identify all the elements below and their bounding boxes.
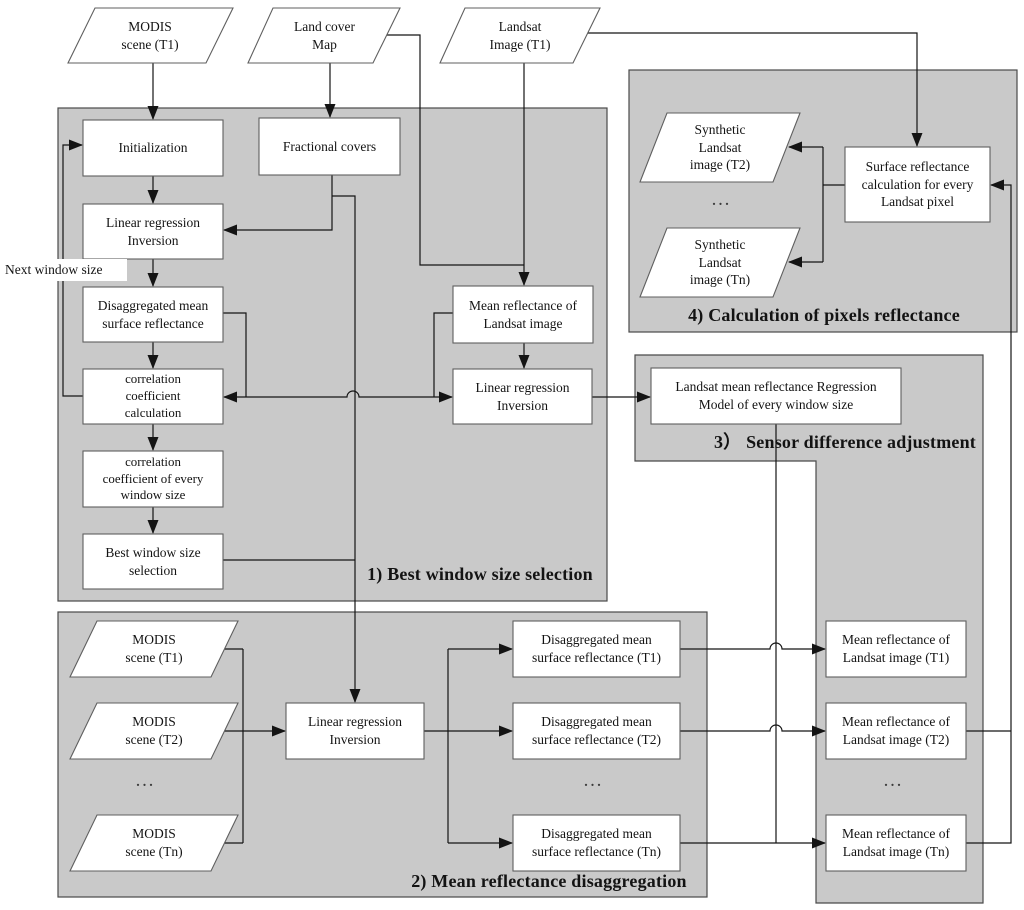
box-surface-reflectance-calc — [844, 146, 991, 223]
pgram-landsat-t1 — [439, 7, 601, 64]
box-best-window-selection — [82, 533, 224, 590]
data-parallelograms — [67, 7, 801, 872]
box-linear-regression-2 — [452, 368, 593, 425]
box-mean-reflectance-t1 — [825, 620, 967, 678]
box-linear-regression-1 — [82, 203, 224, 260]
pgram-land-cover — [247, 7, 401, 64]
box-initialization — [82, 119, 224, 177]
box-disaggregated-t1 — [512, 620, 681, 678]
pgram-synthetic-t2 — [639, 112, 801, 183]
pgram-modis-t1-top — [67, 7, 234, 64]
box-correlation-calc — [82, 368, 224, 425]
box-disaggregated-t2 — [512, 702, 681, 760]
pgram-modis2-t1 — [69, 620, 239, 678]
flow-arrows — [62, 32, 1012, 849]
region-sensor-difference — [634, 354, 984, 904]
box-mean-reflectance-t2 — [825, 702, 967, 760]
box-mean-reflectance-tn — [825, 814, 967, 872]
pgram-synthetic-tn — [639, 227, 801, 298]
flow-lines — [223, 34, 1011, 844]
box-disaggregated-tn — [512, 814, 681, 872]
process-boxes — [82, 117, 991, 872]
box-regression-model — [650, 367, 902, 425]
pgram-modis2-t2 — [69, 702, 239, 760]
box-disaggregated-mean — [82, 286, 224, 343]
box-linear-regression-3 — [285, 702, 425, 760]
box-mean-reflectance-landsat — [452, 285, 594, 344]
box-correlation-every-window — [82, 450, 224, 508]
pgram-modis2-tn — [69, 814, 239, 872]
box-fractional-covers — [258, 117, 401, 176]
